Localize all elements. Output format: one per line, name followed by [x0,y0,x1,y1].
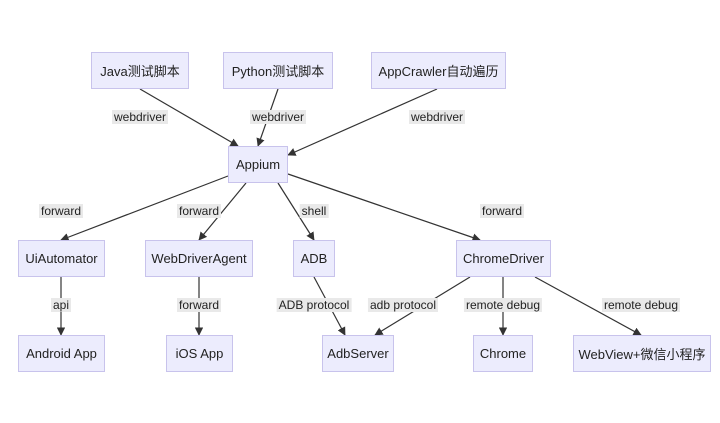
edge-appcrawler-to-appium [287,88,438,156]
edge-appium-to-uiautomator [60,175,229,242]
edge-label-ios-forward: forward [176,298,222,312]
edge-label-python-webdriver: webdriver [249,110,307,124]
adbserver-node: AdbServer [322,335,394,372]
uiautomator-node: UiAutomator [18,240,105,277]
edge-label-adb-protocol-lower: adb protocol [367,298,439,312]
edge-label-adb-protocol-upper: ADB protocol [276,298,352,312]
python-script-node: Python测试脚本 [223,52,333,89]
chrome-node: Chrome [473,335,533,372]
android-app-node: Android App [18,335,105,372]
edge-label-webview-remote-debug: remote debug [601,298,681,312]
chromedriver-node: ChromeDriver [456,240,551,277]
edge-appium-to-wda [198,182,247,241]
webdriveragent-node: WebDriverAgent [145,240,253,277]
edge-label-chrome-remote-debug: remote debug [463,298,543,312]
appium-node: Appium [228,146,288,183]
edge-appium-to-adb [277,182,315,241]
appcrawler-node: AppCrawler自动遍历 [371,52,506,89]
webview-miniprogram-node: WebView+微信小程序 [573,335,711,372]
edge-label-wda-forward: forward [176,204,222,218]
edge-label-adb-shell: shell [299,204,329,218]
ios-app-node: iOS App [166,335,233,372]
edge-appium-to-chromedriver [287,173,481,242]
edge-label-uiautomator-forward: forward [38,204,84,218]
adb-node: ADB [293,240,335,277]
edge-label-api: api [50,298,72,312]
edge-label-appcrawler-webdriver: webdriver [408,110,466,124]
edge-label-java-webdriver: webdriver [111,110,169,124]
edge-chromedriver-to-webview [534,276,642,336]
edge-label-chromedriver-forward: forward [479,204,525,218]
java-script-node: Java测试脚本 [91,52,189,89]
edge-java-to-appium [139,88,239,147]
